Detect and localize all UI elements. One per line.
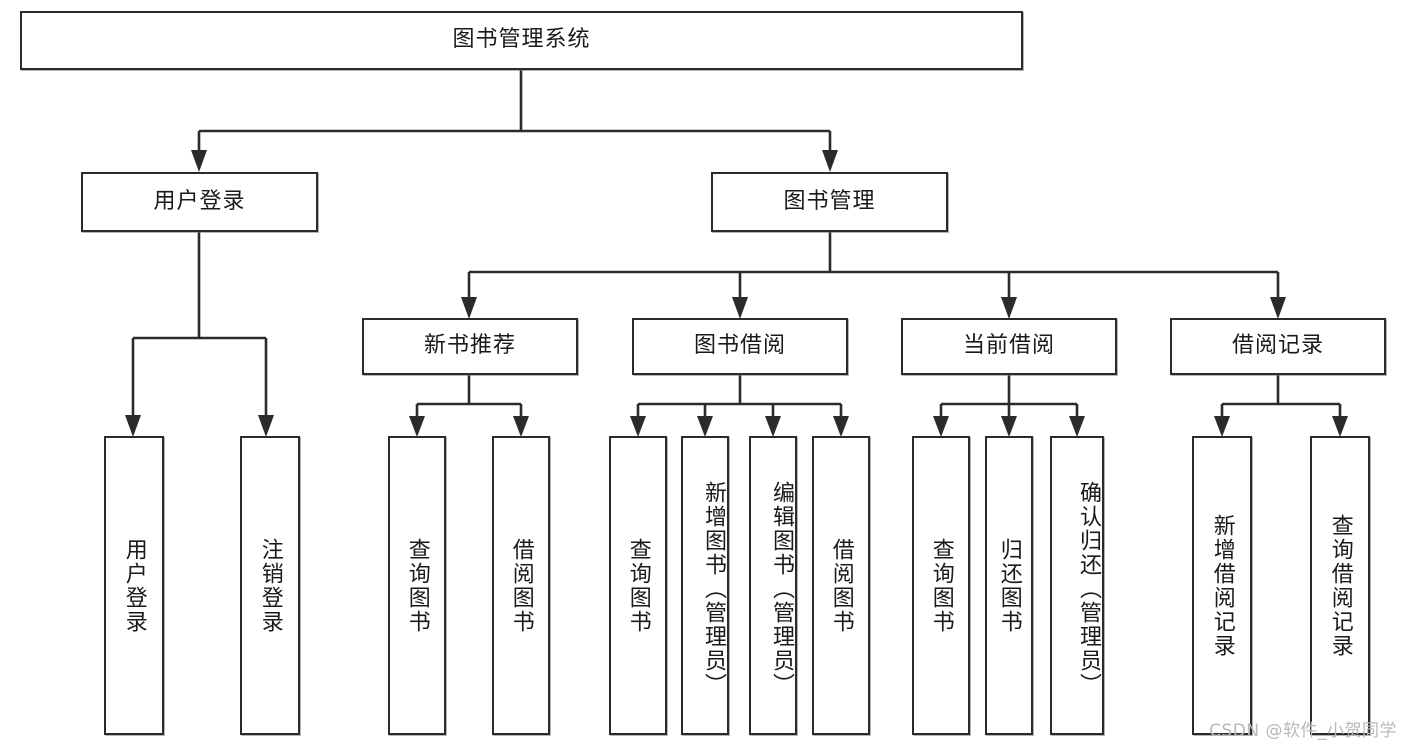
node-leaf-query-book-3[interactable]: 查询图书	[912, 436, 970, 735]
node-leaf-add-record[interactable]: 新增借阅记录	[1192, 436, 1252, 735]
node-book-manage[interactable]: 图书管理	[711, 172, 948, 232]
node-leaf-query-book-1[interactable]: 查询图书	[388, 436, 446, 735]
node-user-login[interactable]: 用户登录	[81, 172, 318, 232]
csdn-watermark: CSDN @软件_小贺同学	[1209, 721, 1397, 741]
node-leaf-user-login[interactable]: 用户登录	[104, 436, 164, 735]
node-new-book-recommend[interactable]: 新书推荐	[362, 318, 578, 375]
node-leaf-return-book[interactable]: 归还图书	[985, 436, 1033, 735]
node-leaf-add-book[interactable]: 新增图书（管理员）	[681, 436, 729, 735]
node-book-borrow[interactable]: 图书借阅	[632, 318, 848, 375]
node-leaf-borrow-book-2[interactable]: 借阅图书	[812, 436, 870, 735]
node-leaf-borrow-book-1[interactable]: 借阅图书	[492, 436, 550, 735]
node-leaf-query-record[interactable]: 查询借阅记录	[1310, 436, 1370, 735]
node-borrow-record[interactable]: 借阅记录	[1170, 318, 1386, 375]
node-root-system[interactable]: 图书管理系统	[20, 11, 1023, 70]
node-leaf-query-book-2[interactable]: 查询图书	[609, 436, 667, 735]
node-leaf-edit-book[interactable]: 编辑图书（管理员）	[749, 436, 797, 735]
node-leaf-confirm-return[interactable]: 确认归还（管理员）	[1050, 436, 1104, 735]
node-current-borrow[interactable]: 当前借阅	[901, 318, 1117, 375]
node-leaf-user-logout[interactable]: 注销登录	[240, 436, 300, 735]
